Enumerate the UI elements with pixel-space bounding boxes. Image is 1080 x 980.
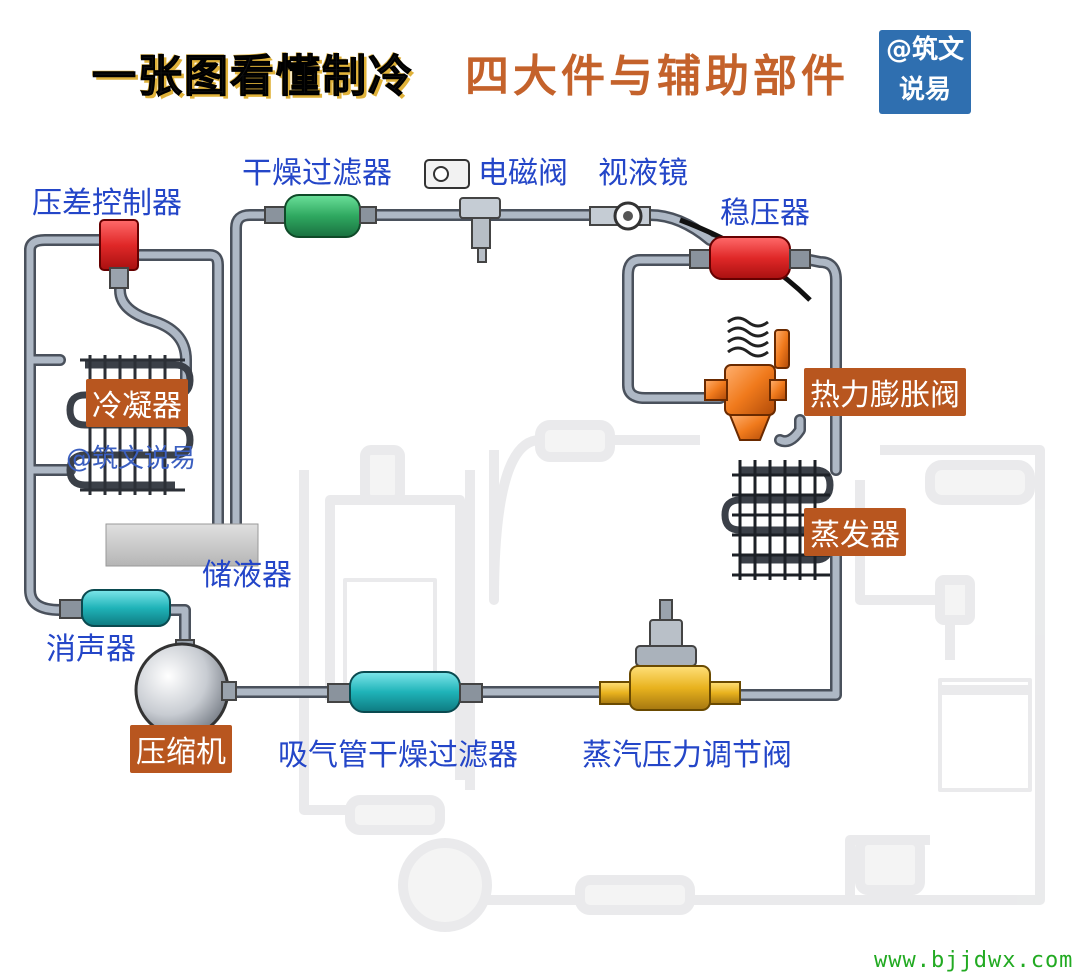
compressor xyxy=(134,639,237,738)
evap-pressure-valve xyxy=(599,599,741,711)
pressure-diff-controller xyxy=(99,219,139,289)
label-sight-glass: 视液镜 xyxy=(598,156,688,191)
label-compressor: 压缩机 xyxy=(130,725,232,773)
receiver xyxy=(105,523,259,567)
label-solenoid-valve: 电磁阀 xyxy=(478,156,568,191)
label-stabilizer: 稳压器 xyxy=(720,196,810,231)
label-muffler: 消声器 xyxy=(46,632,136,667)
badge-line-2: 说易 xyxy=(898,75,951,105)
suction-dryer-filter xyxy=(327,671,483,713)
label-dryer-filter: 干燥过滤器 xyxy=(242,156,392,191)
dryer-filter xyxy=(264,194,377,238)
sight-glass xyxy=(589,201,651,231)
label-suction-dryer-filter: 吸气管干燥过滤器 xyxy=(278,738,518,773)
solenoid-valve xyxy=(424,159,501,263)
badge-line-1: @筑文 xyxy=(885,35,964,65)
muffler xyxy=(59,589,171,627)
label-evap-pressure-valve: 蒸汽压力调节阀 xyxy=(582,738,792,773)
title-main: 一张图看懂制冷 xyxy=(92,51,414,103)
label-pressure-diff-controller: 压差控制器 xyxy=(32,186,182,221)
title-sub: 四大件与辅助部件 xyxy=(465,51,849,102)
thermal-expansion-valve xyxy=(704,316,790,441)
watermark: @筑文说易 xyxy=(66,444,197,474)
site-url: www.bjjdwx.com xyxy=(874,948,1074,973)
label-receiver: 储液器 xyxy=(202,558,292,593)
label-evaporator: 蒸发器 xyxy=(804,508,906,556)
label-condenser: 冷凝器 xyxy=(86,379,188,427)
stabilizer xyxy=(689,236,811,280)
faded-background-system xyxy=(299,420,1045,932)
author-badge: @筑文 说易 xyxy=(879,30,971,114)
label-thermal-expansion-valve: 热力膨胀阀 xyxy=(804,368,966,416)
